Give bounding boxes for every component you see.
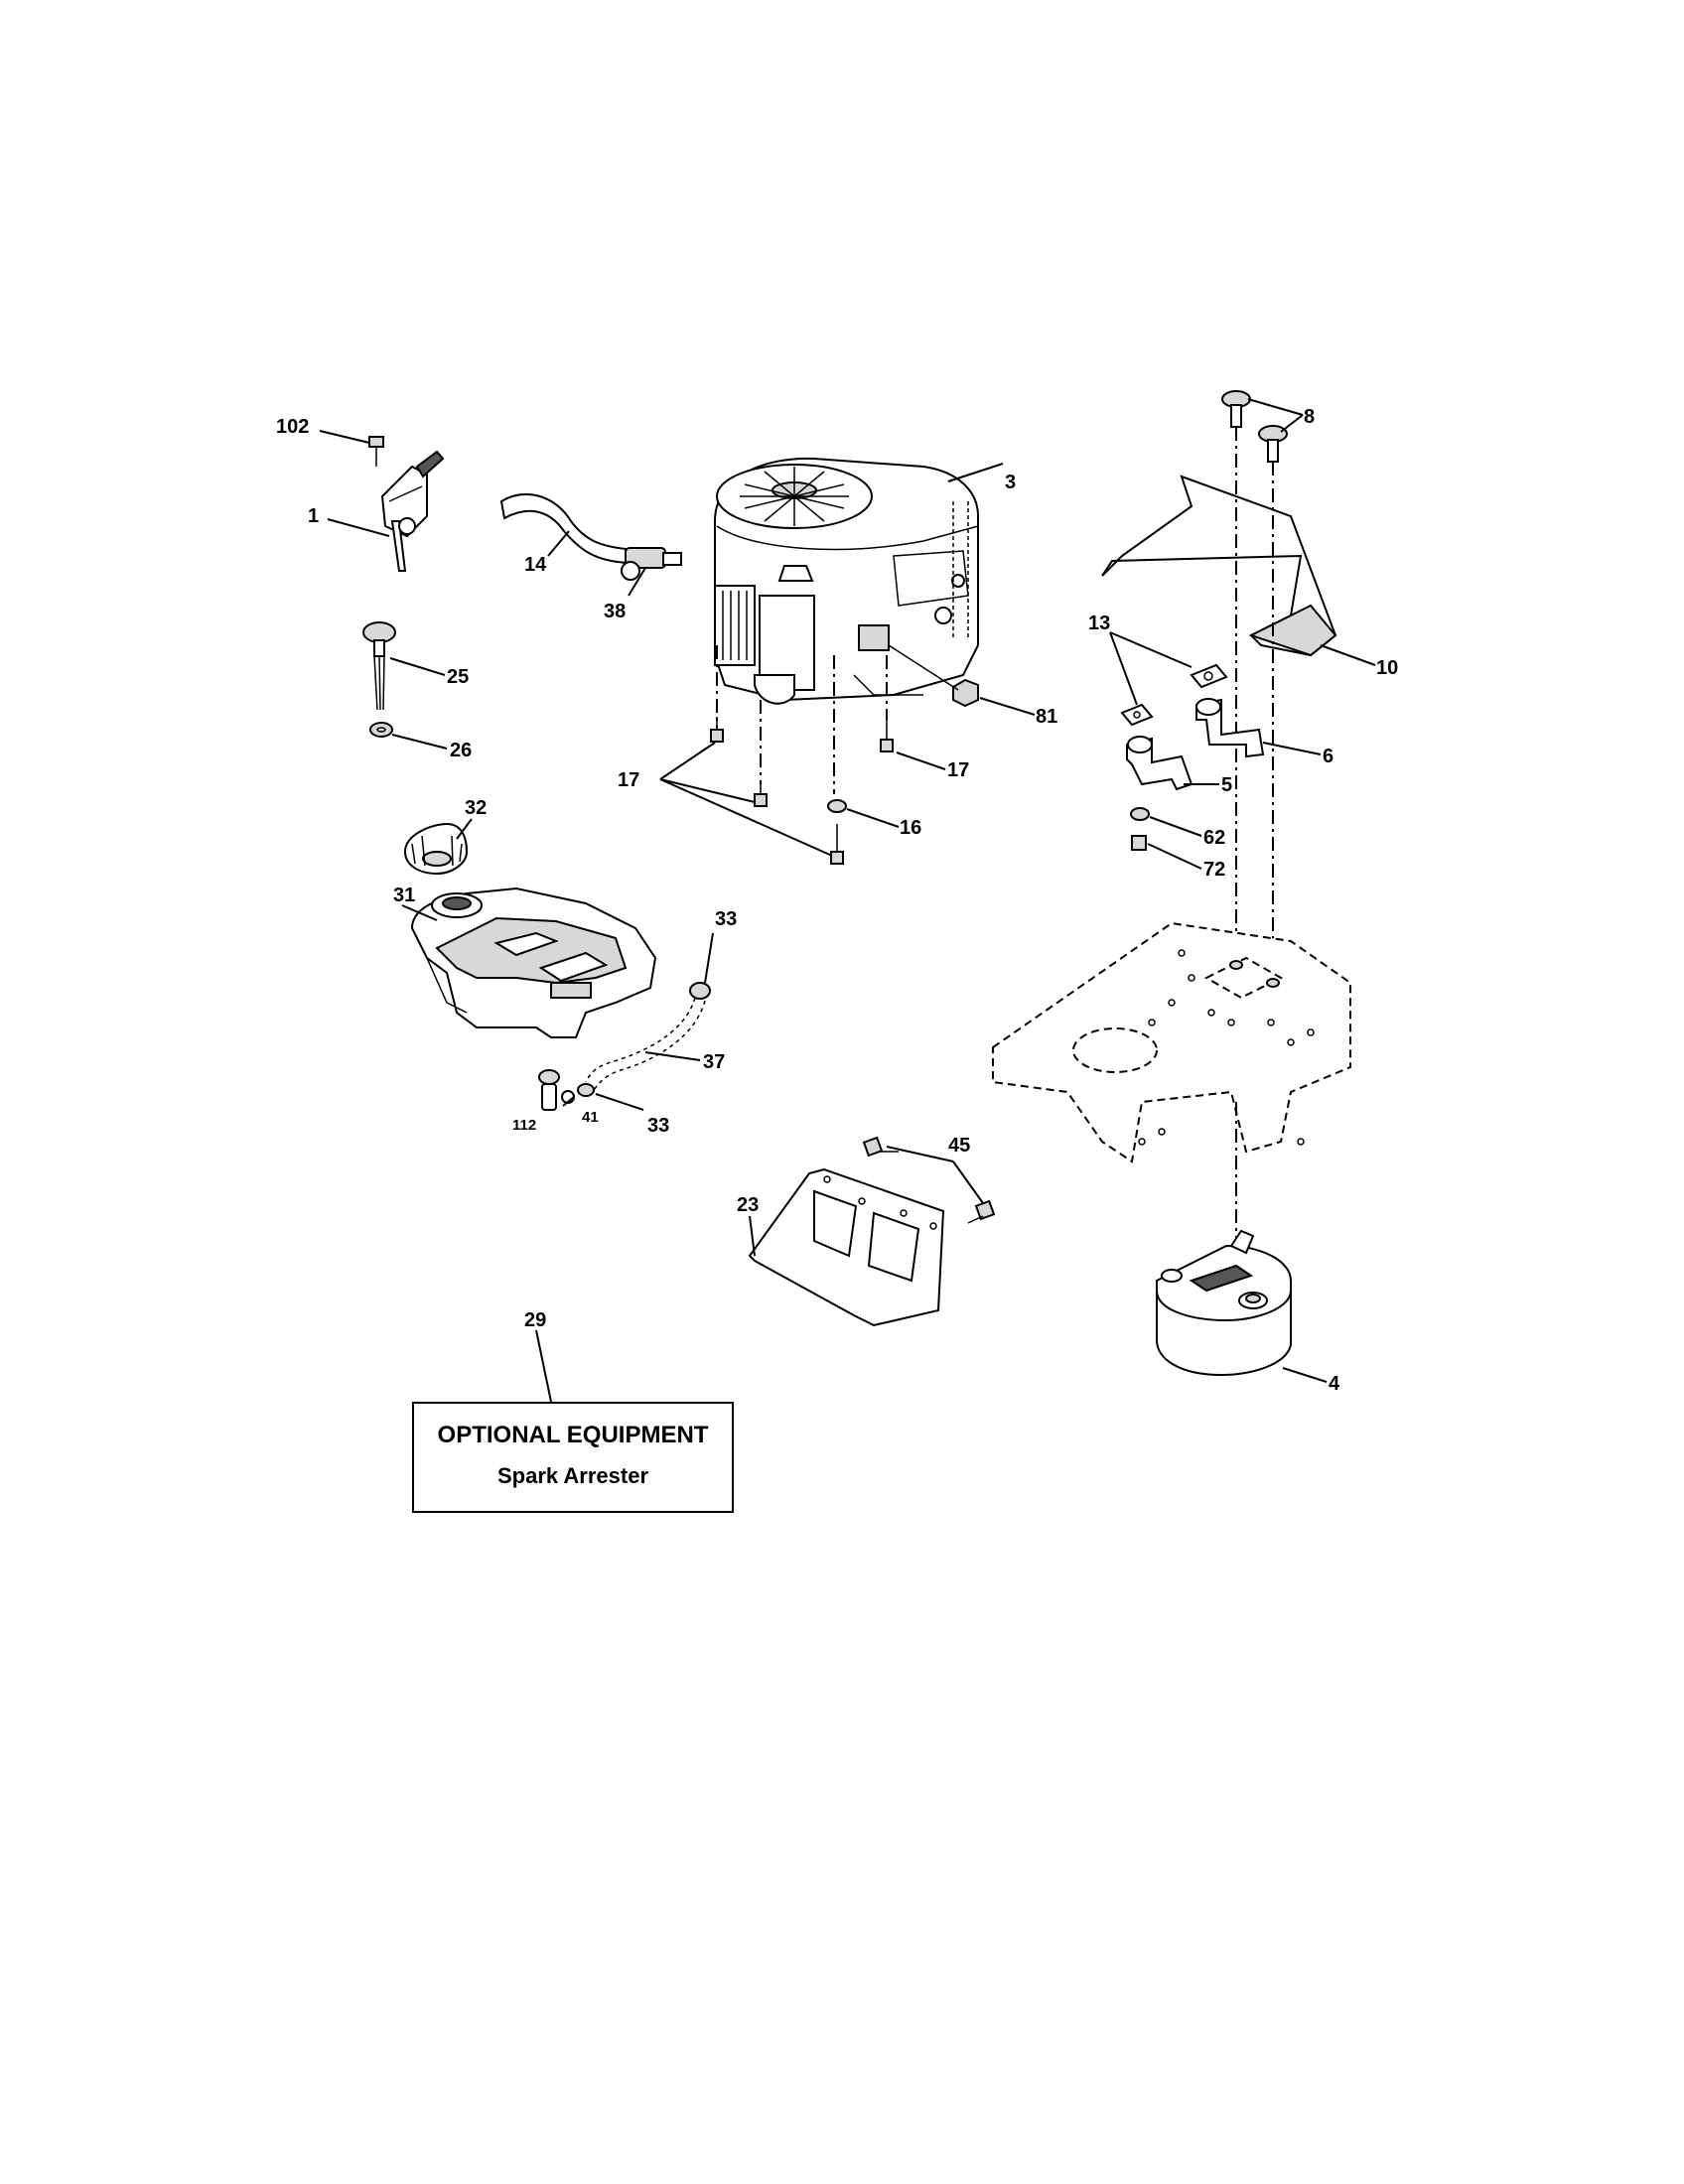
callout-5: 5 bbox=[1221, 774, 1232, 796]
bolt-17-left-part bbox=[710, 717, 724, 743]
callout-29: 29 bbox=[524, 1309, 546, 1331]
callout-17-right: 17 bbox=[947, 759, 969, 781]
fuel-hose-37-part bbox=[585, 997, 706, 1091]
bolt-72-part bbox=[1131, 835, 1147, 851]
callout-112: 112 bbox=[512, 1117, 536, 1134]
bolt-45-lower-part bbox=[967, 1199, 996, 1224]
callout-25: 25 bbox=[447, 666, 469, 688]
nut-81-part bbox=[952, 678, 979, 708]
bolt-8-left-part bbox=[1221, 390, 1251, 428]
callout-33-lower: 33 bbox=[647, 1115, 669, 1137]
fuel-hose-14-part bbox=[499, 492, 630, 565]
gasket-13-upper-part bbox=[1190, 663, 1228, 689]
callout-1: 1 bbox=[308, 505, 319, 527]
callout-37: 37 bbox=[703, 1051, 725, 1073]
callout-38: 38 bbox=[604, 601, 626, 622]
engine-3-part bbox=[714, 457, 979, 705]
callout-10: 10 bbox=[1376, 657, 1398, 679]
optional-equipment-title: OPTIONAL EQUIPMENT bbox=[437, 1422, 709, 1448]
callout-3: 3 bbox=[1005, 472, 1016, 493]
callout-16: 16 bbox=[900, 817, 921, 839]
callout-45: 45 bbox=[948, 1135, 970, 1157]
callout-31: 31 bbox=[393, 885, 415, 906]
mounting-frame-part bbox=[992, 921, 1351, 1163]
fuel-cap-32-part bbox=[403, 822, 469, 876]
washer-26-part bbox=[369, 722, 393, 738]
callout-14: 14 bbox=[524, 554, 547, 576]
optional-equipment-box: OPTIONAL EQUIPMENT Spark Arrester bbox=[412, 1402, 734, 1513]
callout-6: 6 bbox=[1323, 746, 1333, 767]
callout-4: 4 bbox=[1329, 1373, 1340, 1395]
callout-102: 102 bbox=[276, 416, 309, 438]
throttle-control-part bbox=[380, 450, 445, 572]
clamp-33-lower-part bbox=[577, 1083, 595, 1097]
clamp-33-upper-part bbox=[689, 982, 711, 1000]
muffler-4-part bbox=[1156, 1229, 1292, 1377]
spark-arrester-label: Spark Arrester bbox=[496, 1463, 649, 1488]
callout-13: 13 bbox=[1088, 613, 1110, 634]
washer-62-part bbox=[1130, 807, 1150, 821]
callout-81: 81 bbox=[1036, 706, 1057, 728]
exhaust-pipe-6-part bbox=[1195, 698, 1265, 758]
gasket-13-lower-part bbox=[1120, 703, 1154, 727]
callout-62: 62 bbox=[1203, 827, 1225, 849]
dipstick-25-part bbox=[362, 621, 396, 711]
bracket-23-part bbox=[748, 1167, 945, 1327]
callout-32: 32 bbox=[465, 797, 487, 819]
callout-33-upper: 33 bbox=[715, 908, 737, 930]
spacer-16-part bbox=[827, 799, 847, 813]
bolt-17-right-part bbox=[880, 720, 894, 752]
bolt-17-lower-part bbox=[830, 824, 844, 865]
callout-23: 23 bbox=[737, 1194, 759, 1216]
bolt-45-upper-part bbox=[862, 1136, 899, 1158]
callout-72: 72 bbox=[1203, 859, 1225, 881]
bolt-17-mid-part bbox=[754, 784, 768, 807]
fuel-filter-38-part bbox=[621, 547, 682, 581]
callout-26: 26 bbox=[450, 740, 472, 761]
fuel-tank-31-part bbox=[410, 887, 657, 1038]
deflector-10-part bbox=[1101, 475, 1337, 657]
screw-102-part bbox=[368, 436, 384, 467]
exhaust-pipe-5-part bbox=[1126, 736, 1193, 791]
callout-17-left: 17 bbox=[618, 769, 639, 791]
callout-41: 41 bbox=[582, 1109, 599, 1126]
callout-8: 8 bbox=[1304, 406, 1315, 428]
shutoff-valve-112-part bbox=[538, 1069, 560, 1111]
